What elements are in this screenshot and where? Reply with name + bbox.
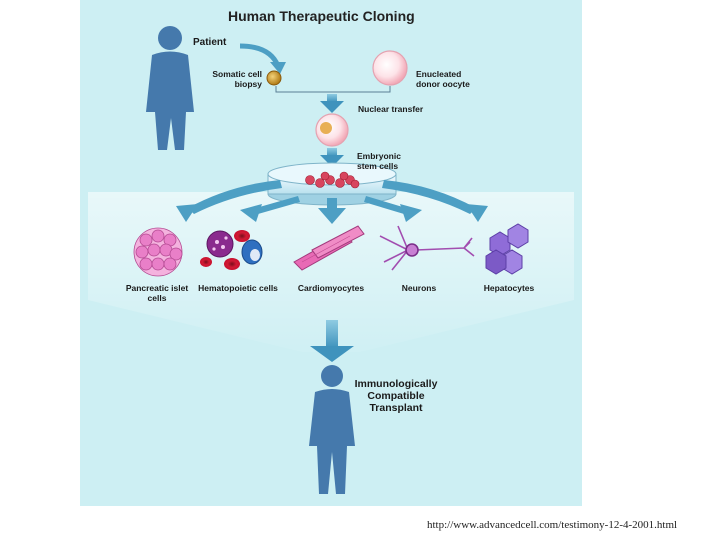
somatic-cell-label: Somatic cell biopsy [212,69,262,89]
neurons-label: Neurons [401,283,437,293]
transplant-silhouette-icon [309,365,355,494]
transplant-label: Immunologically Compatible Transplant [354,378,438,415]
somatic-cell-icon [266,70,282,86]
pancreatic-islet-cells-icon [133,227,183,277]
pancreatic-label: Pancreatic islet cells [125,283,189,303]
petri-dish-icon [267,162,397,206]
differentiation-arrows [176,180,488,224]
nuclear-transfer-cell-icon [315,113,349,147]
oocyte-label: Enucleated donor oocyte [416,69,470,89]
cardiomyocytes-label: Cardiomyocytes [297,283,365,293]
diagram-graphics [88,26,574,494]
hepatocytes-icon [485,223,529,275]
cardiomyocytes-icon [293,225,365,271]
patient-silhouette-icon [146,26,194,150]
patient-arrow-head [270,62,286,74]
patient-label: Patient [193,37,227,48]
merge-bracket [275,86,391,93]
transplant-arrow [310,320,354,362]
embryonic-stem-cells-label: Embryonic stem cells [357,151,401,171]
hepatocytes-label: Hepatocytes [483,283,535,293]
nuclear-transfer-arrow [320,94,344,113]
source-url: http://www.advancedcell.com/testimony-12… [427,519,678,531]
neuron-icon [379,225,475,271]
stem-cell-arrow [320,148,344,167]
hematopoietic-label: Hematopoietic cells [198,283,278,293]
nuclear-transfer-label: Nuclear transfer [358,104,424,114]
diagram-panel: Human Therapeutic Cloning Patient Somati… [80,0,582,506]
oocyte-icon [372,50,408,86]
funnel-background [88,192,574,352]
hematopoietic-cells-icon [200,230,263,270]
diagram-title: Human Therapeutic Cloning [228,8,415,24]
